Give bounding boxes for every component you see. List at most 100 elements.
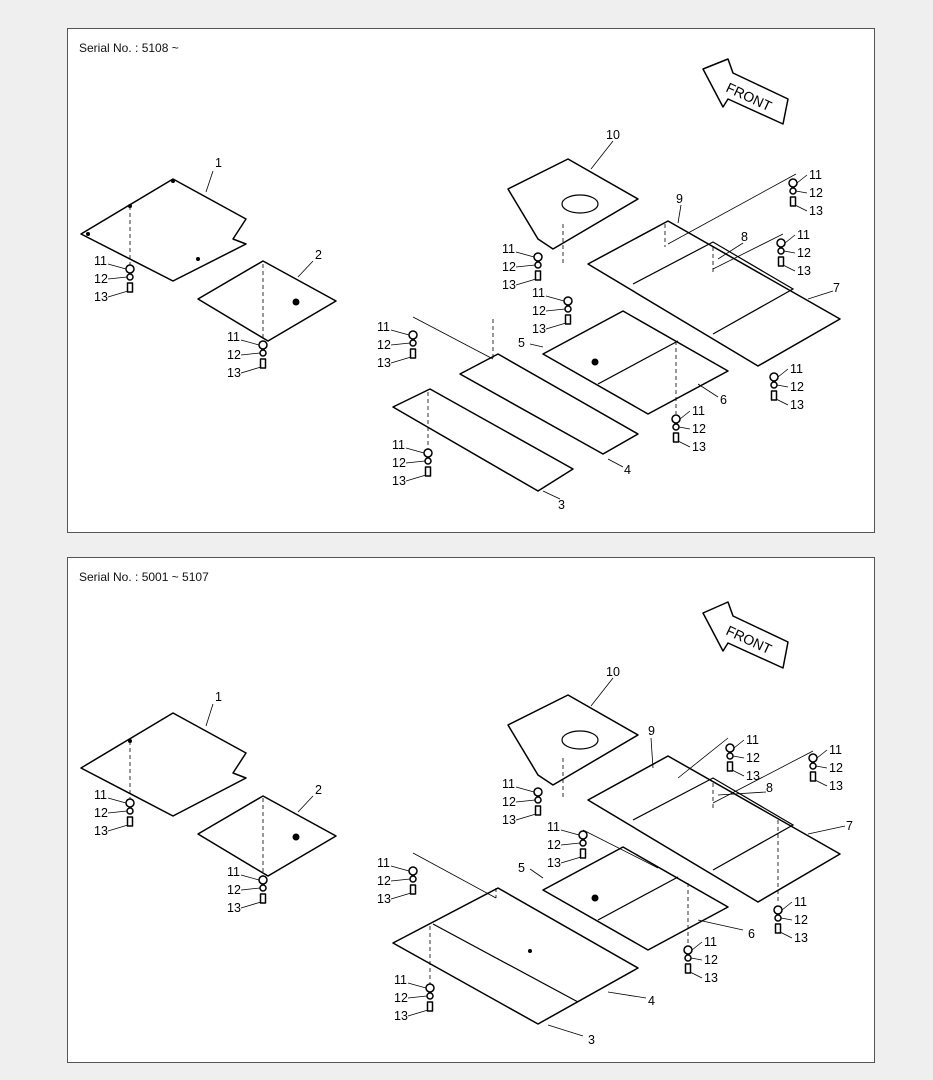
part-label: 12 [704, 953, 718, 967]
part-label: 13 [746, 769, 760, 783]
part-label: 13 [377, 892, 391, 906]
part-label: 11 [502, 777, 515, 791]
part-label: 5 [518, 336, 525, 350]
part-label: 11 [797, 228, 810, 242]
front-arrow-icon: FRONT [702, 601, 789, 669]
part-label: 13 [377, 356, 391, 370]
part-label: 11 [377, 320, 390, 334]
part-label: 13 [94, 824, 108, 838]
part-label: 11 [746, 733, 759, 747]
plate-2: 2 [197, 783, 337, 878]
part-label: 4 [648, 994, 655, 1008]
plate-1: 1 [80, 156, 247, 282]
part-label: 11 [227, 330, 240, 344]
part-label: 13 [94, 290, 108, 304]
plate-1: 1 [80, 690, 247, 817]
part-label: 11 [502, 242, 515, 256]
exploded-view-diagram: FRONT 1 2 10 [80, 58, 841, 512]
part-label: 12 [377, 338, 391, 352]
diagram-panel-bottom: Serial No. : 5001 ~ 5107 FRONT 1 2 10 [67, 557, 875, 1063]
fastener-stacks: 11 12 13 11 12 13 11 12 13 11 12 13 [94, 168, 823, 488]
plate-5-6: 6 5 [518, 310, 729, 415]
part-label: 12 [532, 304, 546, 318]
part-label: 1 [215, 690, 222, 704]
part-label: 13 [809, 204, 823, 218]
part-label: 11 [227, 865, 240, 879]
part-label: 11 [392, 438, 405, 452]
part-label: 13 [392, 474, 406, 488]
part-label: 9 [648, 724, 655, 738]
part-label: 13 [692, 440, 706, 454]
part-label: 12 [547, 838, 561, 852]
plate-3: 3 [392, 388, 574, 512]
part-label: 12 [829, 761, 843, 775]
part-label: 13 [227, 366, 241, 380]
part-label: 12 [790, 380, 804, 394]
part-label: 13 [797, 264, 811, 278]
part-label: 12 [227, 883, 241, 897]
part-label: 12 [809, 186, 823, 200]
part-label: 10 [606, 128, 620, 142]
part-label: 13 [227, 901, 241, 915]
part-label: 11 [547, 820, 560, 834]
part-label: 1 [215, 156, 222, 170]
part-label: 9 [676, 192, 683, 206]
part-label: 12 [502, 795, 516, 809]
part-label: 11 [829, 743, 842, 757]
part-label: 12 [394, 991, 408, 1005]
part-label: 13 [502, 813, 516, 827]
plate-3-4: 4 3 [392, 852, 655, 1047]
part-label: 11 [692, 404, 705, 418]
part-label: 13 [704, 971, 718, 985]
part-label: 12 [392, 456, 406, 470]
part-label: 12 [94, 806, 108, 820]
diagram-panel-top: Serial No. : 5108 ~ FRONT 1 2 [67, 28, 875, 533]
part-label: 11 [704, 935, 717, 949]
part-label: 13 [502, 278, 516, 292]
part-label: 12 [797, 246, 811, 260]
part-label: 7 [846, 819, 853, 833]
part-label: 13 [829, 779, 843, 793]
part-label: 11 [809, 168, 822, 182]
part-label: 7 [833, 281, 840, 295]
part-label: 11 [532, 286, 545, 300]
part-label: 12 [94, 272, 108, 286]
part-label: 3 [558, 498, 565, 512]
part-label: 6 [720, 393, 727, 407]
plate-10: 10 [507, 665, 639, 798]
part-label: 2 [315, 783, 322, 797]
part-label: 12 [692, 422, 706, 436]
plate-7-9: 9 8 7 [587, 724, 853, 903]
front-arrow-icon: FRONT [702, 58, 789, 125]
part-label: 4 [624, 463, 631, 477]
part-label: 3 [588, 1033, 595, 1047]
plate-5-6: 6 5 [518, 829, 755, 951]
plate-4: 4 [412, 316, 639, 477]
part-label: 5 [518, 861, 525, 875]
part-label: 11 [377, 856, 390, 870]
part-label: 11 [794, 895, 807, 909]
part-label: 2 [315, 248, 322, 262]
plate-2: 2 [197, 248, 337, 344]
part-label: 11 [94, 254, 107, 268]
plate-10: 10 [507, 128, 639, 264]
part-label: 13 [794, 931, 808, 945]
part-label: 12 [502, 260, 516, 274]
fastener-stacks: 11 12 13 11 12 13 11 12 13 11 12 13 [94, 733, 843, 1023]
exploded-view-diagram: FRONT 1 2 10 9 [80, 601, 853, 1047]
part-label: 13 [394, 1009, 408, 1023]
serial-number-label: Serial No. : 5108 ~ [79, 41, 179, 55]
part-label: 12 [377, 874, 391, 888]
part-label: 13 [532, 322, 546, 336]
part-label: 10 [606, 665, 620, 679]
part-label: 11 [790, 362, 803, 376]
part-label: 12 [227, 348, 241, 362]
part-label: 11 [94, 788, 107, 802]
part-label: 13 [547, 856, 561, 870]
serial-number-label: Serial No. : 5001 ~ 5107 [79, 570, 209, 584]
part-label: 8 [741, 230, 748, 244]
part-label: 6 [748, 927, 755, 941]
part-label: 12 [746, 751, 760, 765]
part-label: 12 [794, 913, 808, 927]
part-label: 11 [394, 973, 407, 987]
